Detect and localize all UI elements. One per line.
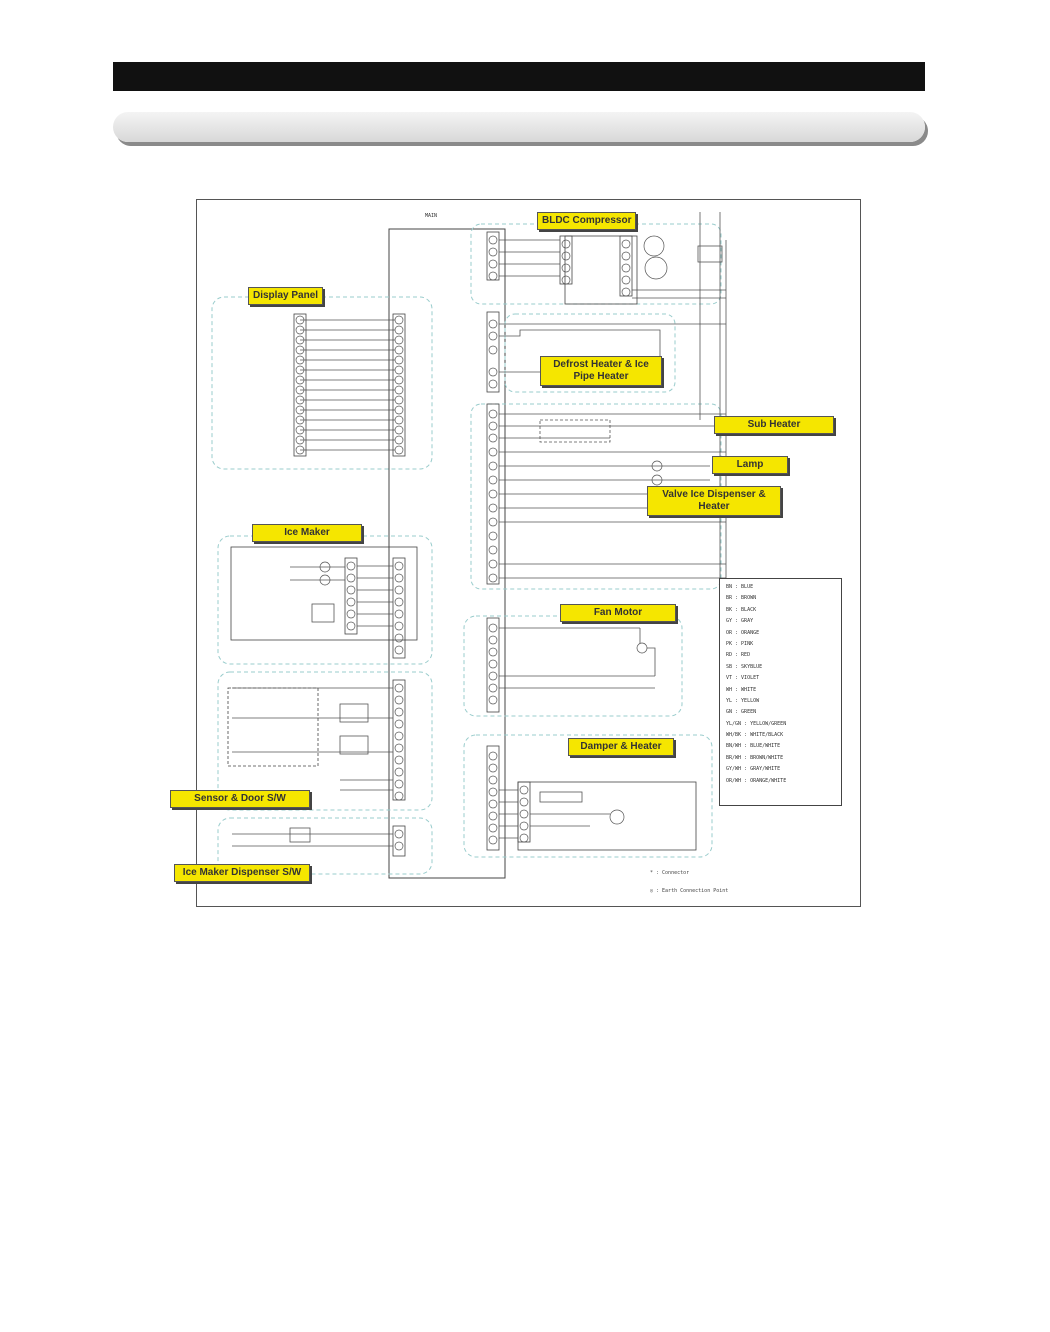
valve-dispenser-label: Valve Ice Dispenser & Heater <box>647 486 781 516</box>
legend-item: BN/WH : BLUE/WHITE <box>726 743 781 750</box>
ice-maker-label: Ice Maker <box>252 524 362 542</box>
legend-item: GY/WH : GRAY/WHITE <box>726 766 781 773</box>
legend-item: VT : VIOLET <box>726 675 760 682</box>
legend-item: BN : BLUE <box>726 584 754 590</box>
legend-item: PK : PINK <box>726 640 754 647</box>
legend-item: BR : BROWN <box>726 595 757 602</box>
legend-item: GN : GREEN <box>726 709 757 716</box>
dashed-groups <box>211 223 722 875</box>
compressor-label: BLDC Compressor <box>537 212 637 230</box>
legend-item: BK : BLACK <box>726 606 757 613</box>
fan-motor-label: Fan Motor <box>560 604 676 622</box>
section-bar <box>113 112 925 142</box>
legend-item: WH : WHITE <box>726 686 757 693</box>
earth-note: ◎ : Earth Connection Point <box>650 888 729 894</box>
header-bar <box>113 62 925 91</box>
legend-item: OR/WH : ORANGE/WHITE <box>726 777 787 784</box>
legend-item: BR/WH : BROWN/WHITE <box>726 754 784 761</box>
defrost-heater-label: Defrost Heater & Ice Pipe Heater <box>540 356 662 386</box>
legend-item: YL : YELLOW <box>726 697 760 704</box>
legend-item: GY : GRAY <box>726 618 754 625</box>
sensor-door-label: Sensor & Door S/W <box>170 790 310 808</box>
color-legend: BN : BLUE BR : BROWN BK : BLACK GY : GRAY OR… <box>719 578 842 806</box>
legend-item: RD : RED <box>726 652 751 659</box>
damper-heater-label: Damper & Heater <box>568 738 674 756</box>
legend-item: OR : ORANGE <box>726 629 760 636</box>
legend-item: WH/BK : WHITE/BLACK <box>726 732 784 739</box>
ice-maker-dispenser-label: Ice Maker Dispenser S/W <box>174 864 310 882</box>
display-panel-label: Display Panel <box>248 287 324 305</box>
main-board <box>388 228 506 879</box>
lamp-label: Lamp <box>712 456 788 474</box>
display-wires <box>300 319 395 451</box>
main-board-label: MAIN <box>425 213 438 219</box>
legend-item: SB : SKYBLUE <box>726 663 763 670</box>
sub-heater-label: Sub Heater <box>714 416 834 434</box>
legend-item: YL/GN : YELLOW/GREEN <box>726 720 787 727</box>
connector-note: * : Connector <box>650 870 690 876</box>
